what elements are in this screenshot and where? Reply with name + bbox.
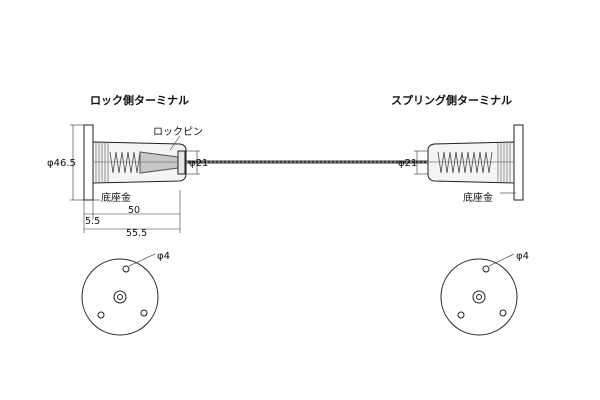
phi-base-dimension: φ46.5 — [47, 158, 76, 169]
lock-pin-label: ロックピン — [153, 126, 203, 138]
phi-right-terminal-dimension: φ21 — [398, 158, 417, 169]
lock-terminal-end-view — [81, 253, 159, 336]
spring-terminal-side-view — [427, 124, 524, 201]
length-50-dimension: 50 — [128, 205, 140, 216]
hole-dimension-left: φ4 — [157, 251, 170, 262]
base-label-left: 底座金 — [101, 191, 131, 204]
length-5-5-dimension: 5.5 — [85, 216, 100, 227]
lock-terminal-side-view — [83, 124, 187, 201]
spring-terminal-title: スプリング側ターミナル — [391, 93, 512, 107]
dimension-lines-left — [70, 124, 200, 233]
hole-dimension-right: φ4 — [516, 251, 529, 262]
base-label-right: 底座金 — [463, 191, 493, 204]
phi-left-terminal-dimension: φ21 — [189, 158, 208, 169]
length-55-5-dimension: 55.5 — [126, 228, 147, 239]
lock-terminal-title: ロック側ターミナル — [90, 93, 189, 107]
dimension-lines-right — [414, 150, 516, 194]
spring-terminal-end-view — [440, 253, 518, 336]
